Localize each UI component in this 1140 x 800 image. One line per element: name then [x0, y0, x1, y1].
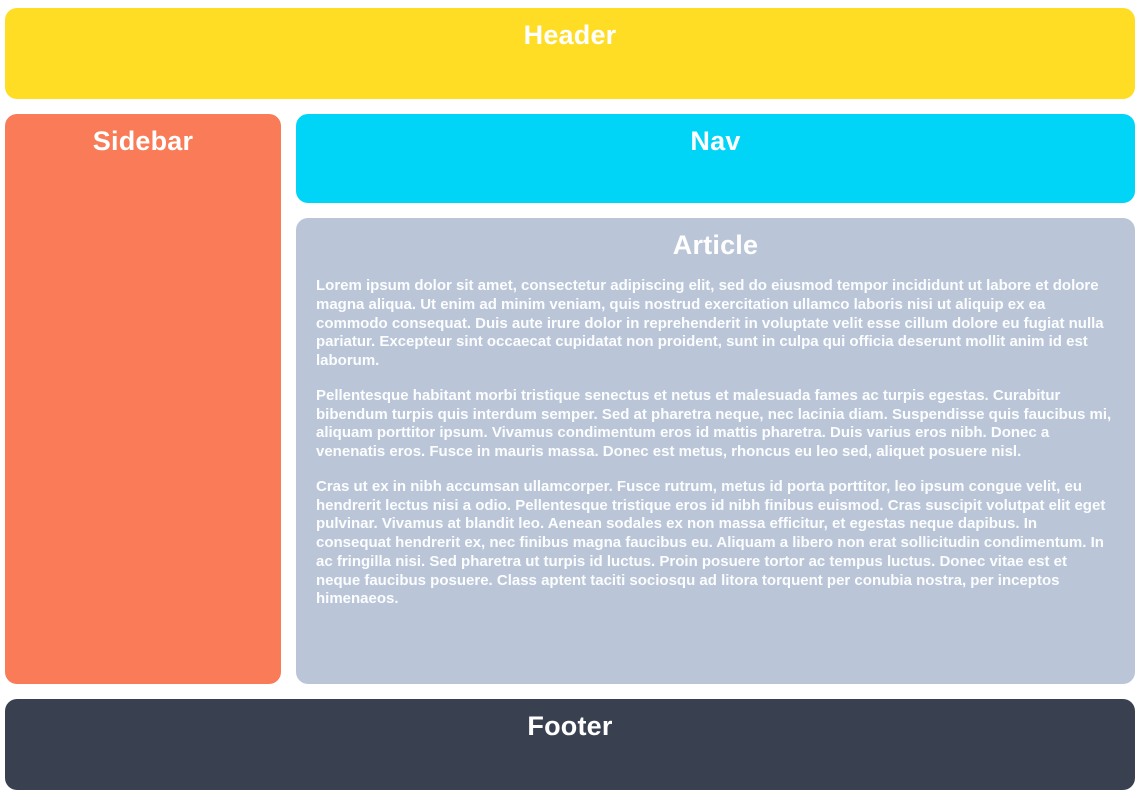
sidebar-title: Sidebar	[92, 126, 194, 156]
article-paragraph-2: Pellentesque habitant morbi tristique se…	[316, 386, 1112, 460]
header: Header	[5, 8, 1135, 99]
header-title: Header	[523, 20, 617, 50]
article-title: Article	[672, 230, 759, 260]
article-paragraph-3: Cras ut ex in nibh accumsan ullamcorper.…	[316, 477, 1106, 608]
article-paragraph-1: Lorem ipsum dolor sit amet, consectetur …	[316, 277, 1104, 369]
article: Article Lorem ipsum dolor sit amet, cons…	[296, 218, 1135, 684]
nav-title: Nav	[690, 126, 741, 156]
footer: Footer	[5, 699, 1135, 790]
footer-title: Footer	[527, 711, 613, 741]
nav: Nav	[296, 114, 1135, 203]
sidebar: Sidebar	[5, 114, 281, 684]
